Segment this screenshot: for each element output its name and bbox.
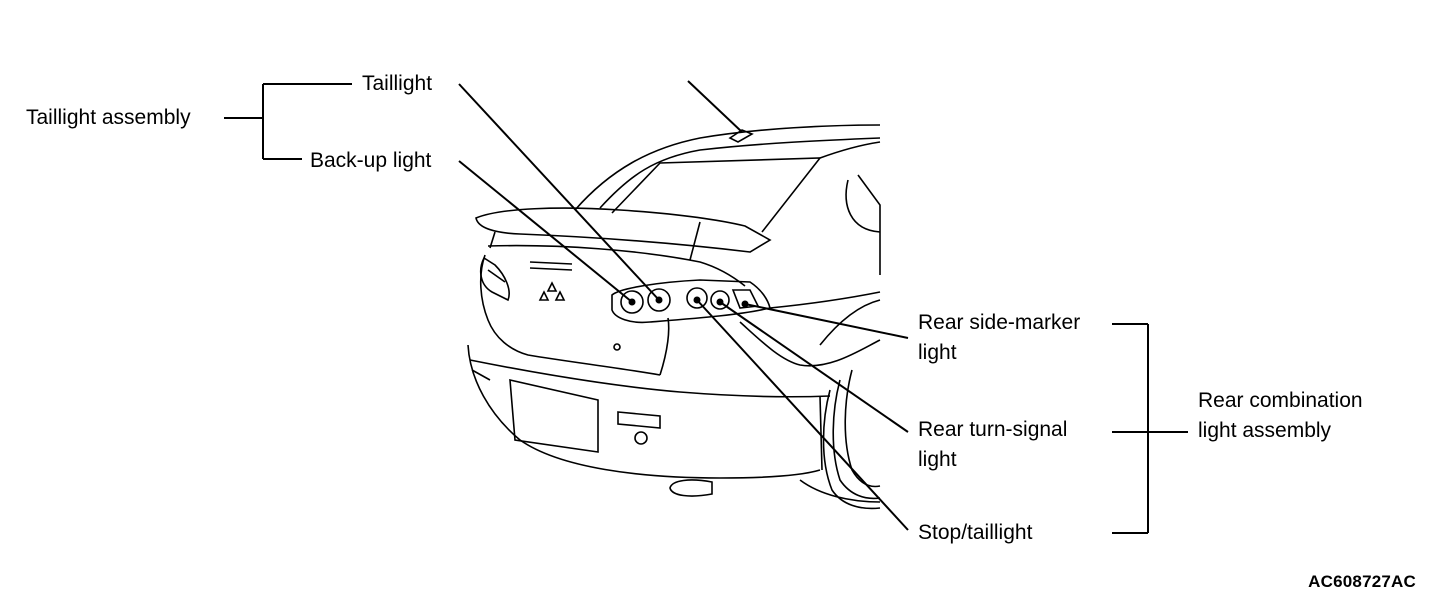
label-rear-side-marker-light: Rear side-marker light — [918, 311, 1081, 364]
label-backup-light: Back-up light — [310, 149, 432, 172]
leader-dots — [628, 296, 749, 308]
label-taillight: Taillight — [362, 72, 433, 95]
car-body — [467, 124, 881, 510]
label-rear-turn-signal-light: Rear turn-signal light — [918, 418, 1068, 471]
label-stop-taillight: Stop/taillight — [918, 521, 1033, 544]
leader-lines — [224, 80, 1188, 534]
figure-code: AC608727AC — [1308, 572, 1416, 591]
label-rear-combination-light-assembly: Rear combination light assembly — [1198, 389, 1363, 442]
label-taillight-assembly: Taillight assembly — [26, 106, 191, 129]
